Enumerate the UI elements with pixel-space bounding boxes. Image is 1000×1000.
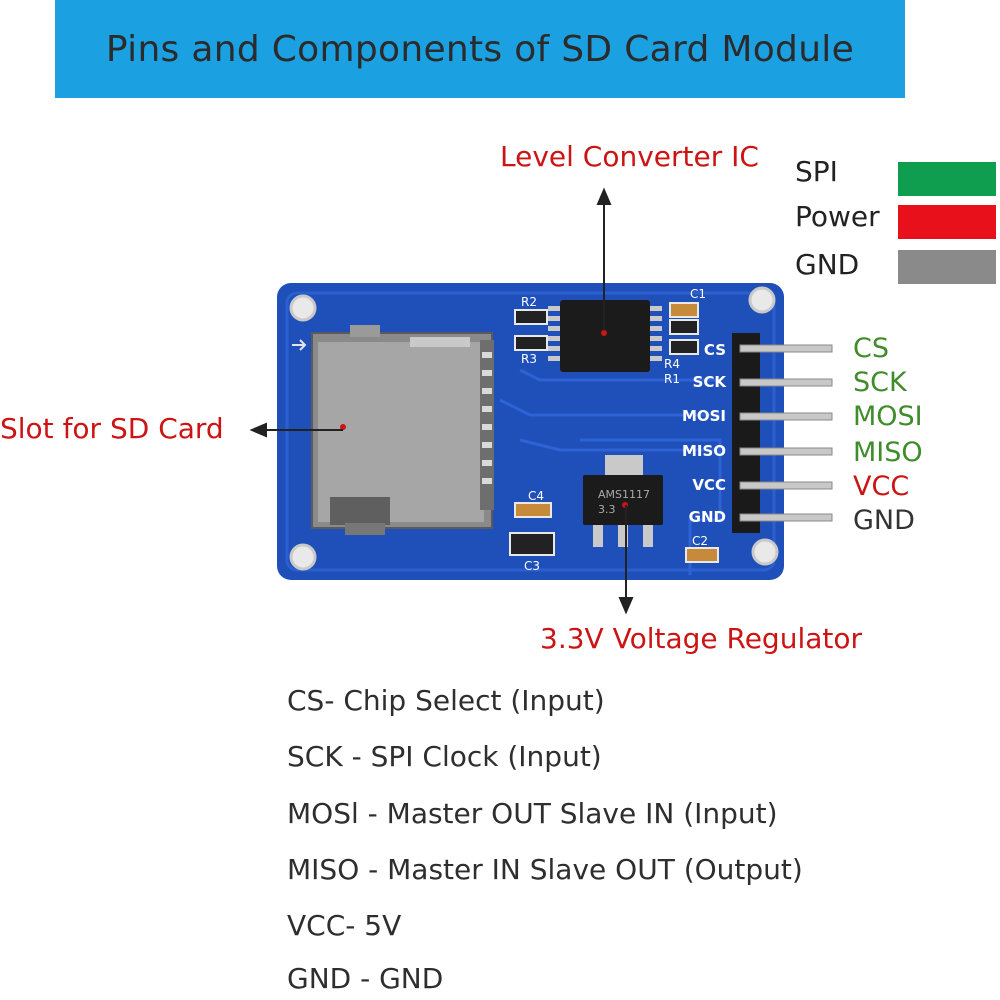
- silk-r4: R4: [664, 357, 680, 371]
- mount-hole: [748, 286, 776, 314]
- desc-cs: CS- Chip Select (Input): [287, 684, 605, 717]
- legend-spi-swatch: [898, 162, 996, 196]
- silk-r1: R1: [664, 372, 680, 386]
- pin-label-cs: CS: [853, 333, 889, 364]
- desc-sck: SCK - SPI Clock (Input): [287, 740, 602, 773]
- desc-miso: MISO - Master IN Slave OUT (Output): [287, 853, 803, 886]
- page-title: Pins and Components of SD Card Module: [105, 28, 855, 70]
- legend-power-swatch: [898, 205, 996, 239]
- label-level-converter: Level Converter IC: [500, 140, 759, 173]
- desc-mosi: MOSl - Master OUT Slave IN (Input): [287, 797, 778, 830]
- silk-pin-gnd: GND: [689, 508, 726, 526]
- silk-c1: C1: [690, 287, 706, 301]
- voltage-regulator: AMS1117 3.3: [583, 455, 663, 547]
- silk-pin-miso: MISO: [682, 442, 726, 460]
- svg-text:AMS1117: AMS1117: [598, 488, 650, 501]
- pin-label-sck: SCK: [853, 367, 907, 398]
- smd-components: [509, 302, 719, 563]
- silk-r3: R3: [521, 352, 537, 366]
- desc-vcc: VCC- 5V: [287, 909, 402, 942]
- legend-spi-label: SPI: [795, 155, 838, 188]
- mount-hole: [289, 294, 317, 322]
- legend-gnd-swatch: [898, 250, 996, 284]
- pin-label-vcc: VCC: [853, 471, 910, 502]
- silk-pin-mosi: MOSI: [682, 407, 726, 425]
- mount-hole: [289, 543, 317, 571]
- pin-label-gnd: GND: [853, 505, 915, 536]
- label-sd-slot: Slot for SD Card: [0, 412, 224, 445]
- legend-gnd-label: GND: [795, 248, 860, 281]
- pin-label-mosi: MOSI: [853, 401, 923, 432]
- desc-gnd: GND - GND: [287, 962, 444, 995]
- sd-card-slot: [292, 325, 494, 535]
- legend-power-label: Power: [795, 200, 880, 233]
- pin-header: [732, 333, 833, 533]
- silk-r2: R2: [521, 295, 537, 309]
- silk-c4: C4: [528, 489, 544, 503]
- level-converter-ic: [548, 300, 662, 372]
- silk-c2: C2: [692, 534, 708, 548]
- svg-text:3.3: 3.3: [598, 503, 616, 516]
- label-voltage-regulator: 3.3V Voltage Regulator: [540, 622, 863, 655]
- silk-c3: C3: [524, 559, 540, 573]
- title-banner: Pins and Components of SD Card Module: [55, 0, 905, 98]
- mount-hole: [751, 538, 779, 566]
- silk-pin-vcc: VCC: [692, 476, 726, 494]
- silk-pin-sck: SCK: [693, 373, 728, 391]
- pin-label-miso: MISO: [853, 437, 923, 468]
- silk-pin-cs: CS: [704, 341, 726, 359]
